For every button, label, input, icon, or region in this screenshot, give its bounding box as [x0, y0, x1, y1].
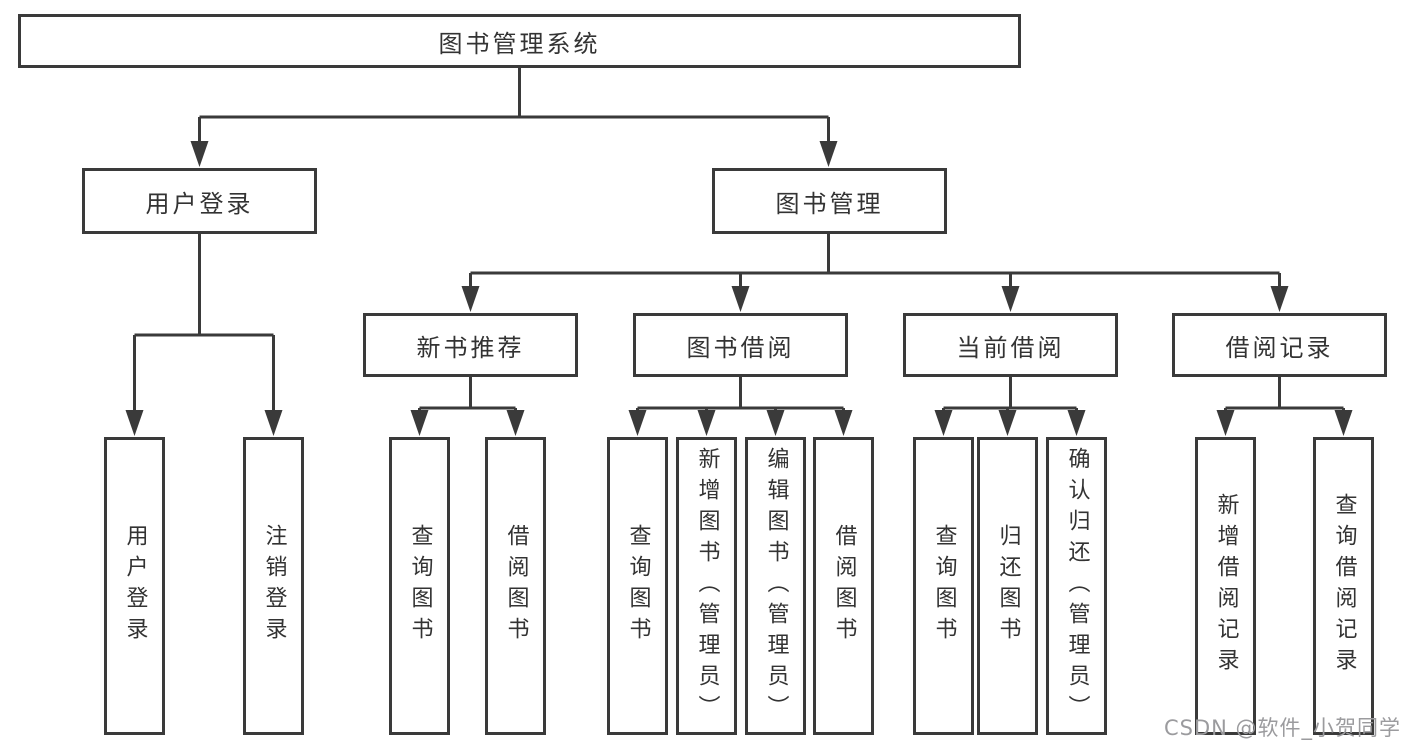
- leaf-borrow-books-borrowing: 借阅图书: [813, 437, 874, 735]
- node-current-borrowing: 当前借阅: [903, 313, 1118, 377]
- node-library-management-system: 图书管理系统: [18, 14, 1021, 68]
- csdn-watermark: CSDN @软件_小贺同学: [1164, 716, 1402, 740]
- leaf-query-borrow-record: 查询借阅记录: [1313, 437, 1374, 735]
- leaf-return-books: 归还图书: [977, 437, 1038, 735]
- leaf-add-borrow-record: 新增借阅记录: [1195, 437, 1256, 735]
- leaf-borrow-books-recommend: 借阅图书: [485, 437, 546, 735]
- node-borrowing-records: 借阅记录: [1172, 313, 1387, 377]
- connector-book-management-children: [461, 234, 1289, 312]
- leaf-add-book-admin: 新增图书（管理员）: [676, 437, 737, 735]
- node-book-management: 图书管理: [712, 168, 947, 234]
- node-user-login: 用户登录: [82, 168, 317, 234]
- connector-current-borrowing-children: [934, 377, 1086, 436]
- connector-borrowing-records-children: [1216, 377, 1353, 436]
- connector-new-book-recommendation-children: [410, 377, 525, 436]
- node-new-book-recommendation: 新书推荐: [363, 313, 578, 377]
- leaf-query-books-recommend: 查询图书: [389, 437, 450, 735]
- leaf-confirm-return-admin: 确认归还（管理员）: [1046, 437, 1107, 735]
- connector-root-to-level2: [190, 68, 838, 167]
- connector-book-borrowing-children: [628, 377, 853, 436]
- leaf-query-books-borrowing: 查询图书: [607, 437, 668, 735]
- leaf-user-login: 用户登录: [104, 437, 165, 735]
- leaf-logout-login: 注销登录: [243, 437, 304, 735]
- node-book-borrowing: 图书借阅: [633, 313, 848, 377]
- connector-user-login-children: [125, 234, 283, 436]
- leaf-edit-book-admin: 编辑图书（管理员）: [745, 437, 806, 735]
- leaf-query-books-current: 查询图书: [913, 437, 974, 735]
